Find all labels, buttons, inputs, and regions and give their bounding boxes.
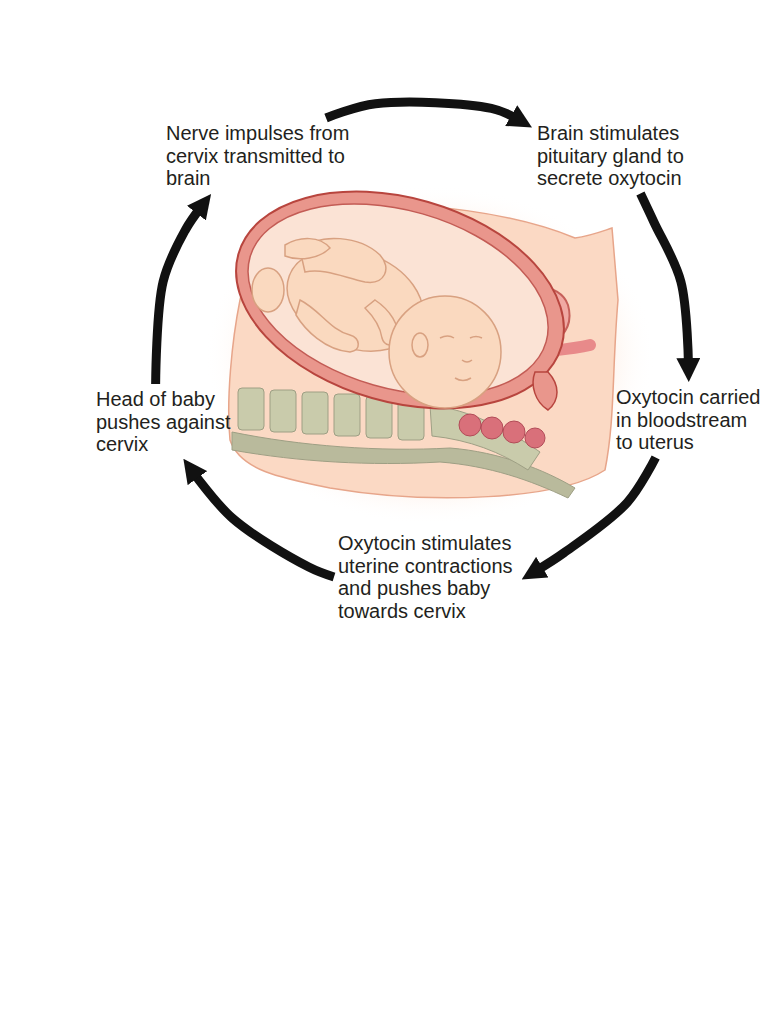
sacrum <box>430 405 540 470</box>
flow-arrow <box>640 194 688 366</box>
baby-head <box>389 296 501 408</box>
process-step: Nerve impulses from cervix transmitted t… <box>162 118 355 194</box>
flow-arrow <box>193 472 334 577</box>
vertebra <box>302 392 328 434</box>
baby-foot <box>252 268 284 312</box>
process-step: Oxytocin stimulates uterine contractions… <box>334 528 522 626</box>
step-text: Brain stimulates pituitary gland to secr… <box>537 122 687 190</box>
step-text: Oxytocin stimulates uterine contractions… <box>338 532 518 622</box>
intestine <box>503 421 525 443</box>
intestine <box>481 417 503 439</box>
baby-body <box>273 231 437 369</box>
step-text: Nerve impulses from cervix transmitted t… <box>166 122 351 190</box>
uterus-wall <box>210 156 589 445</box>
amniotic-sac <box>226 171 571 427</box>
process-step: Oxytocin carried in bloodstream to uteru… <box>612 382 768 458</box>
intestine <box>459 414 481 436</box>
baby-face <box>440 336 482 381</box>
flow-arrow <box>156 207 201 384</box>
baby-leg <box>285 239 330 259</box>
flow-arrow <box>326 102 517 119</box>
flow-arrow <box>536 458 656 571</box>
step-text: Head of baby pushes against cervix <box>96 388 236 456</box>
baby-leg <box>296 300 358 352</box>
cervix <box>533 372 557 410</box>
intestine <box>525 428 545 448</box>
vertebra <box>238 388 264 430</box>
vertebra <box>270 390 296 432</box>
vertebra <box>334 394 360 436</box>
uterus <box>210 156 589 445</box>
baby-ear <box>412 333 428 357</box>
step-text: Oxytocin carried in bloodstream to uteru… <box>616 386 764 454</box>
process-step: Head of baby pushes against cervix <box>92 384 240 460</box>
baby <box>252 231 501 408</box>
process-step: Brain stimulates pituitary gland to secr… <box>533 118 691 194</box>
